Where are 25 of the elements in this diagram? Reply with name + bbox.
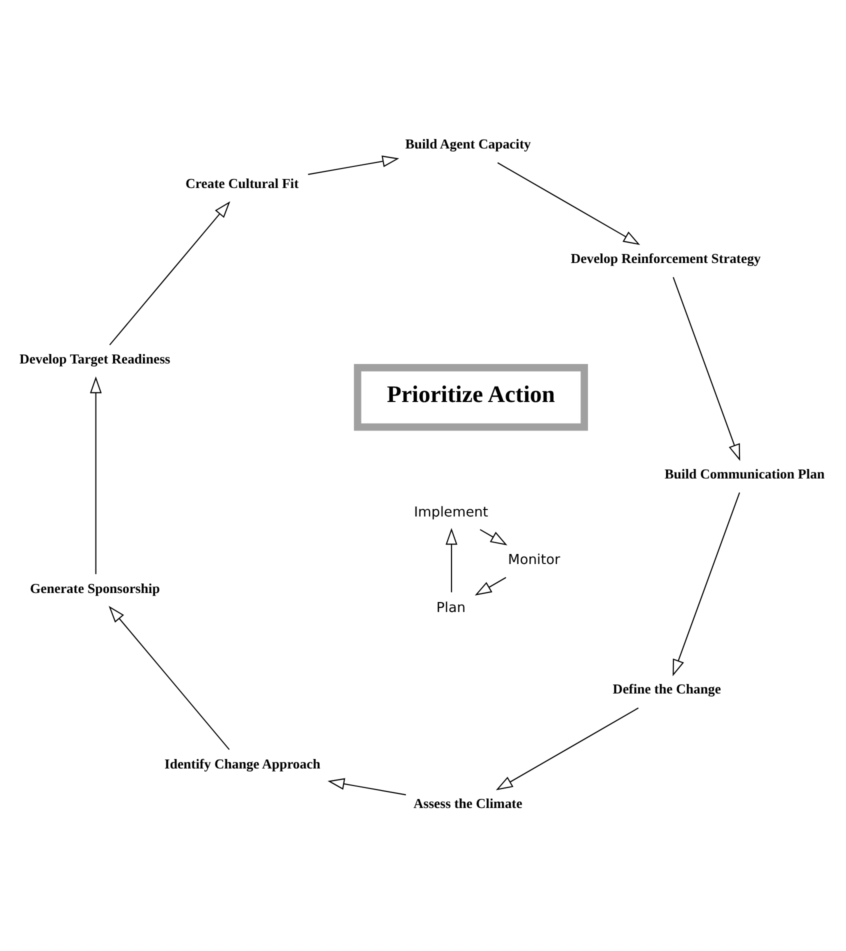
- arrow: [108, 605, 230, 750]
- arrow: [480, 528, 508, 545]
- node-text: Monitor: [508, 552, 560, 568]
- arrow: [672, 276, 740, 460]
- node-text: Develop Reinforcement Strategy: [570, 250, 761, 266]
- arrow: [308, 155, 400, 174]
- node-text: Implement: [414, 504, 488, 520]
- node-text: Assess the Climate: [413, 796, 522, 811]
- node-text: Define the Change: [612, 681, 721, 696]
- node-text: Build Agent Capacity: [405, 136, 531, 151]
- arrow: [497, 162, 640, 245]
- node-text: Plan: [436, 600, 466, 616]
- node-text: Generate Sponsorship: [30, 580, 160, 596]
- arrow: [109, 200, 230, 345]
- arrow: [496, 707, 639, 790]
- node-text: Create Cultural Fit: [186, 176, 299, 191]
- arrow: [446, 527, 458, 592]
- arrow: [474, 576, 506, 595]
- arrow: [328, 778, 406, 795]
- node-text: Build Communication Plan: [664, 466, 825, 481]
- node-text: Develop Target Readiness: [20, 351, 170, 366]
- node-text: Identify Change Approach: [164, 756, 320, 771]
- arrow: [90, 376, 102, 574]
- node-box: Prioritize Action: [354, 364, 588, 430]
- arrow: [672, 492, 740, 676]
